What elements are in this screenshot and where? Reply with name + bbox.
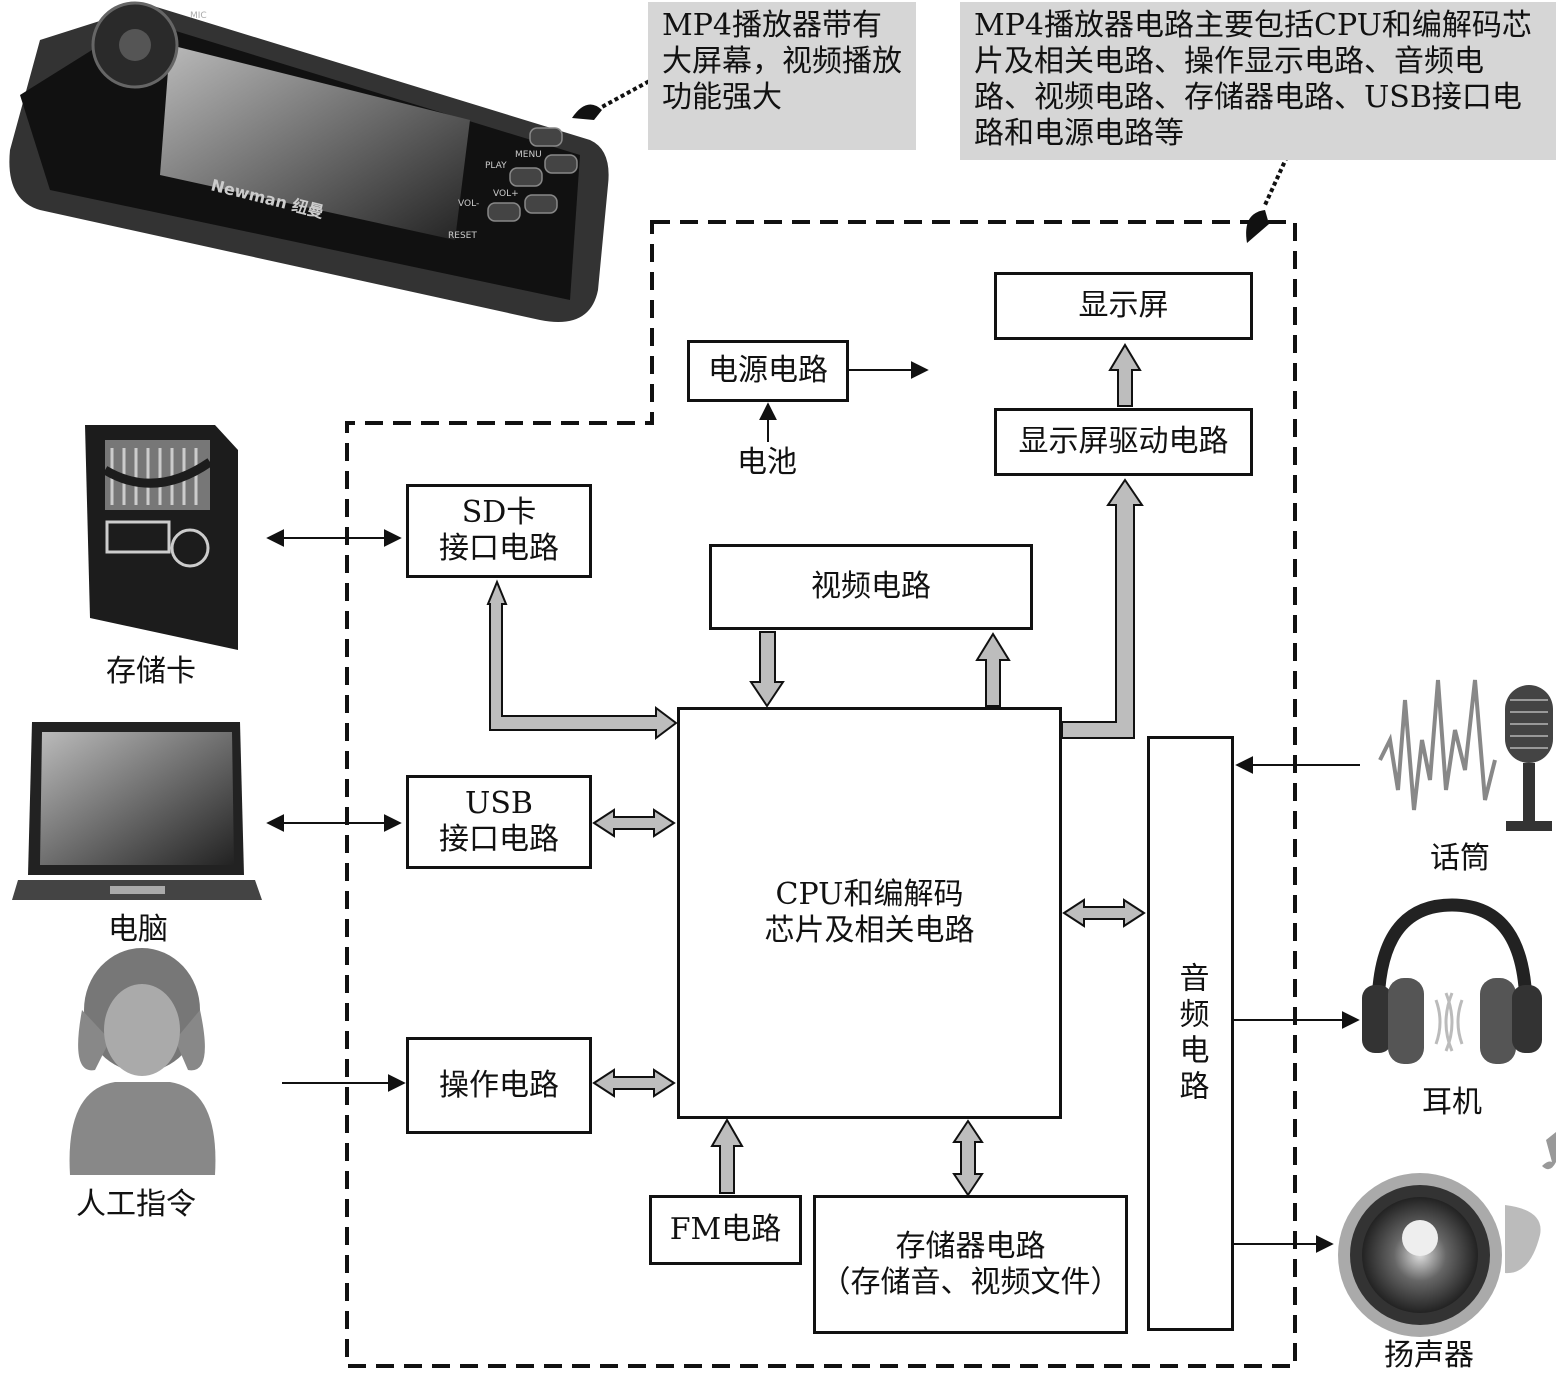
device-button-label: MENU xyxy=(515,150,542,160)
music-note-icon xyxy=(1542,1132,1556,1170)
audio-label: 音频电路 xyxy=(1173,961,1209,1106)
callout-circuit: MP4播放器电路主要包括CPU和编解码芯片及相关电路、操作显示电路、音频电路、视… xyxy=(960,2,1556,160)
device-mic-label: MIC xyxy=(190,11,207,21)
operation-block: 操作电路 xyxy=(406,1037,592,1134)
cpu-block: CPU和编解码 芯片及相关电路 xyxy=(677,707,1062,1119)
storage-label: （存储音、视频文件） xyxy=(820,1264,1121,1300)
storage-label: 存储器电路 xyxy=(895,1228,1046,1264)
audio-block: 音频电路 xyxy=(1147,736,1234,1331)
video-block: 视频电路 xyxy=(709,544,1033,630)
sd-interface-label: SD卡 xyxy=(461,495,537,530)
headphones-image xyxy=(1362,898,1542,1064)
speaker-image xyxy=(1338,1132,1556,1337)
usb-interface-label: 接口电路 xyxy=(439,822,559,857)
headphones-label: 耳机 xyxy=(1422,1085,1482,1120)
display-block: 显示屏 xyxy=(994,272,1253,340)
device-button-label: PLAY xyxy=(485,161,507,171)
power-block: 电源电路 xyxy=(687,340,849,402)
usb-interface-label: USB xyxy=(465,786,533,821)
laptop-image xyxy=(12,722,262,900)
device-button-label: RESET xyxy=(448,231,477,241)
display-label: 显示屏 xyxy=(1078,288,1169,323)
mic-label: 话筒 xyxy=(1430,841,1490,876)
battery-label: 电池 xyxy=(737,445,797,480)
cpu-label: 芯片及相关电路 xyxy=(764,913,975,948)
microphone-image xyxy=(1378,679,1553,831)
circuit-boundary xyxy=(345,220,1297,1368)
storage-block: 存储器电路 （存储音、视频文件） xyxy=(813,1195,1128,1334)
display-driver-block: 显示屏驱动电路 xyxy=(994,408,1253,476)
fm-label: FM电路 xyxy=(669,1212,782,1247)
callout-screen: MP4播放器带有大屏幕，视频播放功能强大 xyxy=(648,2,916,150)
device-button-label: VOL+ xyxy=(493,189,519,199)
usb-interface-block: USB 接口电路 xyxy=(406,775,592,869)
card-label: 存储卡 xyxy=(106,654,196,689)
video-label: 视频电路 xyxy=(811,569,931,604)
cpu-label: CPU和编解码 xyxy=(775,877,964,912)
speaker-label: 扬声器 xyxy=(1384,1338,1474,1373)
computer-label: 电脑 xyxy=(108,912,168,947)
device-button-label: VOL- xyxy=(458,199,479,209)
person-image xyxy=(69,948,216,1175)
sd-interface-label: 接口电路 xyxy=(439,531,559,566)
mp4-player-image: Newman 纽曼 MENU PLAY VOL+ VOL- RESET MIC xyxy=(9,1,609,322)
pointing-hand-icon xyxy=(572,104,602,120)
operation-label: 操作电路 xyxy=(439,1067,559,1103)
sd-interface-block: SD卡 接口电路 xyxy=(406,484,592,578)
fm-block: FM电路 xyxy=(649,1195,802,1265)
display-driver-label: 显示屏驱动电路 xyxy=(1018,424,1229,459)
human-label: 人工指令 xyxy=(76,1187,196,1222)
power-label: 电源电路 xyxy=(708,353,828,388)
sd-card-image xyxy=(85,425,238,650)
pointing-hand-icon xyxy=(1246,210,1269,243)
